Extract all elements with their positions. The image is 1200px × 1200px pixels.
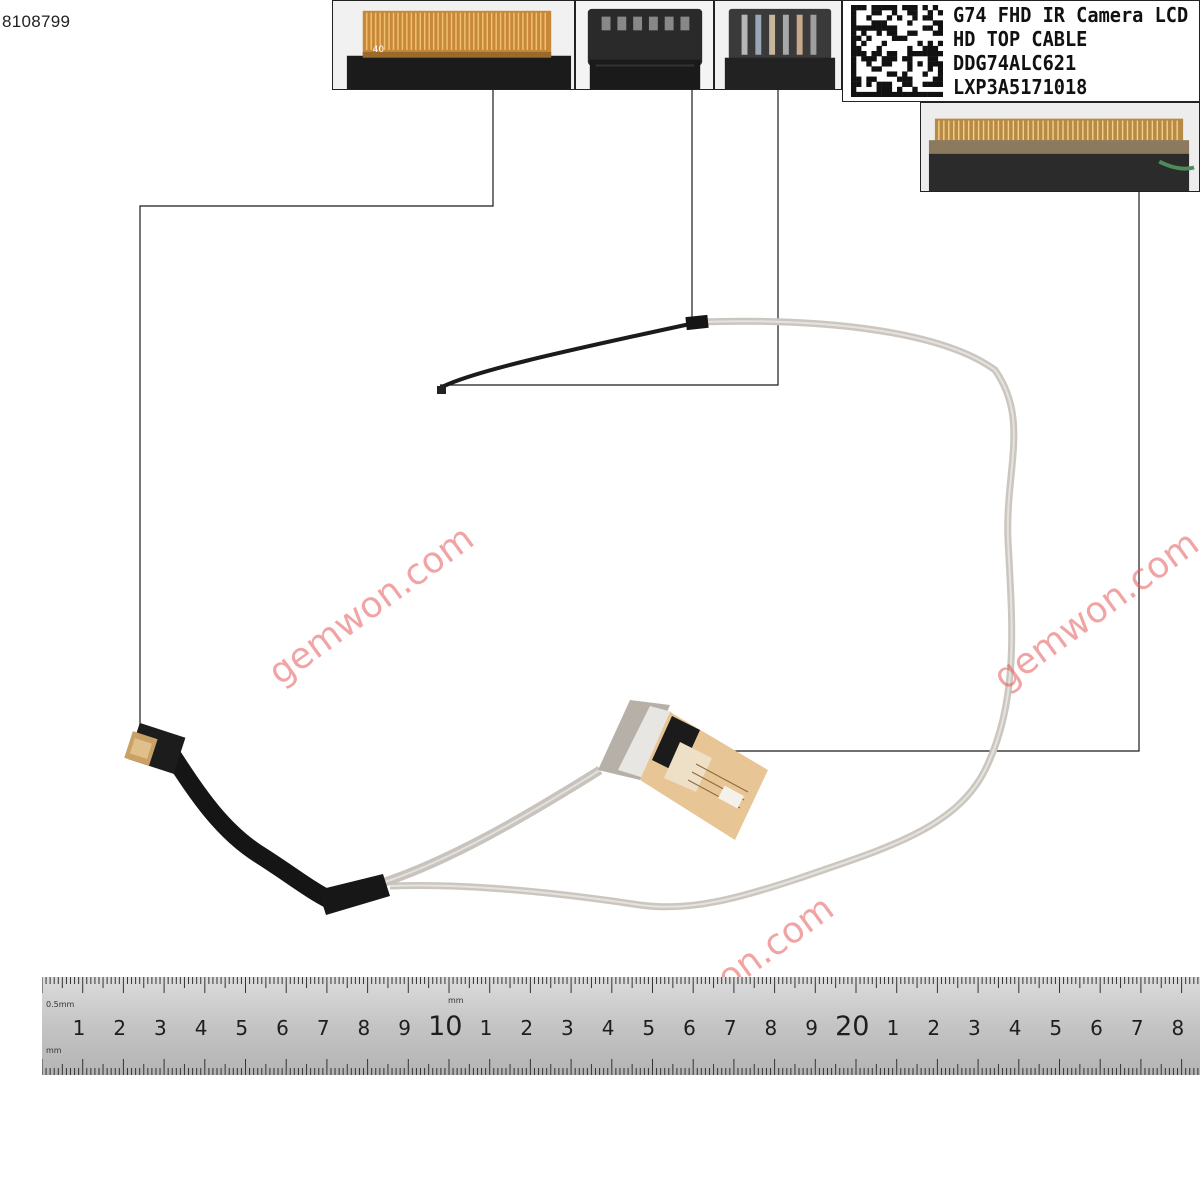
plug-detail-thumbnail [575,0,714,90]
ruler-digit: 4 [1009,1016,1022,1040]
ruler-digit: 4 [602,1016,615,1040]
connector-detail-thumbnail: 40 [332,0,575,90]
ruler-digit: 7 [1131,1016,1144,1040]
ruler-digit: 6 [1090,1016,1103,1040]
ruler-digit: 7 [724,1016,737,1040]
black-camera-lead [439,322,691,390]
ruler-digit: 2 [927,1016,940,1040]
ruler-digit: 9 [805,1016,818,1040]
ruler-digit: 4 [195,1016,208,1040]
black-cable-sleeve [161,743,339,909]
ruler-digit: 5 [642,1016,655,1040]
callout-lines [139,90,1140,752]
ruler-digit: 1 [887,1016,900,1040]
ruler-digit: 8 [765,1016,778,1040]
black-tape-wrap [318,874,390,915]
product-sku: 8108799 [2,12,71,31]
wire-plug-detail-thumbnail [714,0,842,90]
ruler-digit: 3 [154,1016,167,1040]
ruler-digit: 8 [358,1016,371,1040]
ruler-digit: 9 [398,1016,411,1040]
ruler-digit: 2 [520,1016,533,1040]
datamatrix-code-icon [851,5,943,97]
ruler-digit: 8 [1172,1016,1185,1040]
label-line-2: HD TOP CABLE [953,27,1088,51]
measuring-ruler: 0.5mm mm mm 1 2 3 4 5 6 7 8 9 10 1 2 3 4 5 6 7 8 9 20 1 2 3 4 5 6… [42,977,1200,1075]
ruler-digit: 1 [73,1016,86,1040]
ruler-digit: 3 [561,1016,574,1040]
flex-connector-board [598,700,768,840]
silver-cable-branch [383,766,603,887]
black-clip [685,314,709,331]
label-line-4: LXP3A5171018 [953,75,1088,99]
ruler-digit: 6 [276,1016,289,1040]
ruler-digit: 3 [968,1016,981,1040]
ruler-mm-label: mm [448,996,464,1005]
ruler-bottom-mm-label: mm [46,1046,62,1055]
ruler-digit: 10 [428,1011,462,1042]
ruler-digit: 5 [235,1016,248,1040]
ruler-digit: 6 [683,1016,696,1040]
left-lcd-connector [124,722,186,774]
part-label: G74 FHD IR Camera LCD HD TOP CABLE DDG74… [842,0,1200,102]
label-line-3: DDG74ALC621 [953,51,1077,75]
ruler-digit: 5 [1049,1016,1062,1040]
lcd-connector-detail-thumbnail [920,102,1200,192]
ruler-digit: 20 [835,1011,869,1042]
ruler-digit: 2 [113,1016,126,1040]
pin-number-label: 40 [373,45,385,55]
ruler-digit: 1 [480,1016,493,1040]
ruler-digit: 7 [317,1016,330,1040]
label-line-1: G74 FHD IR Camera LCD [953,3,1189,27]
camera-plug-tip [437,386,446,394]
ruler-half-mm-label: 0.5mm [46,1000,75,1009]
